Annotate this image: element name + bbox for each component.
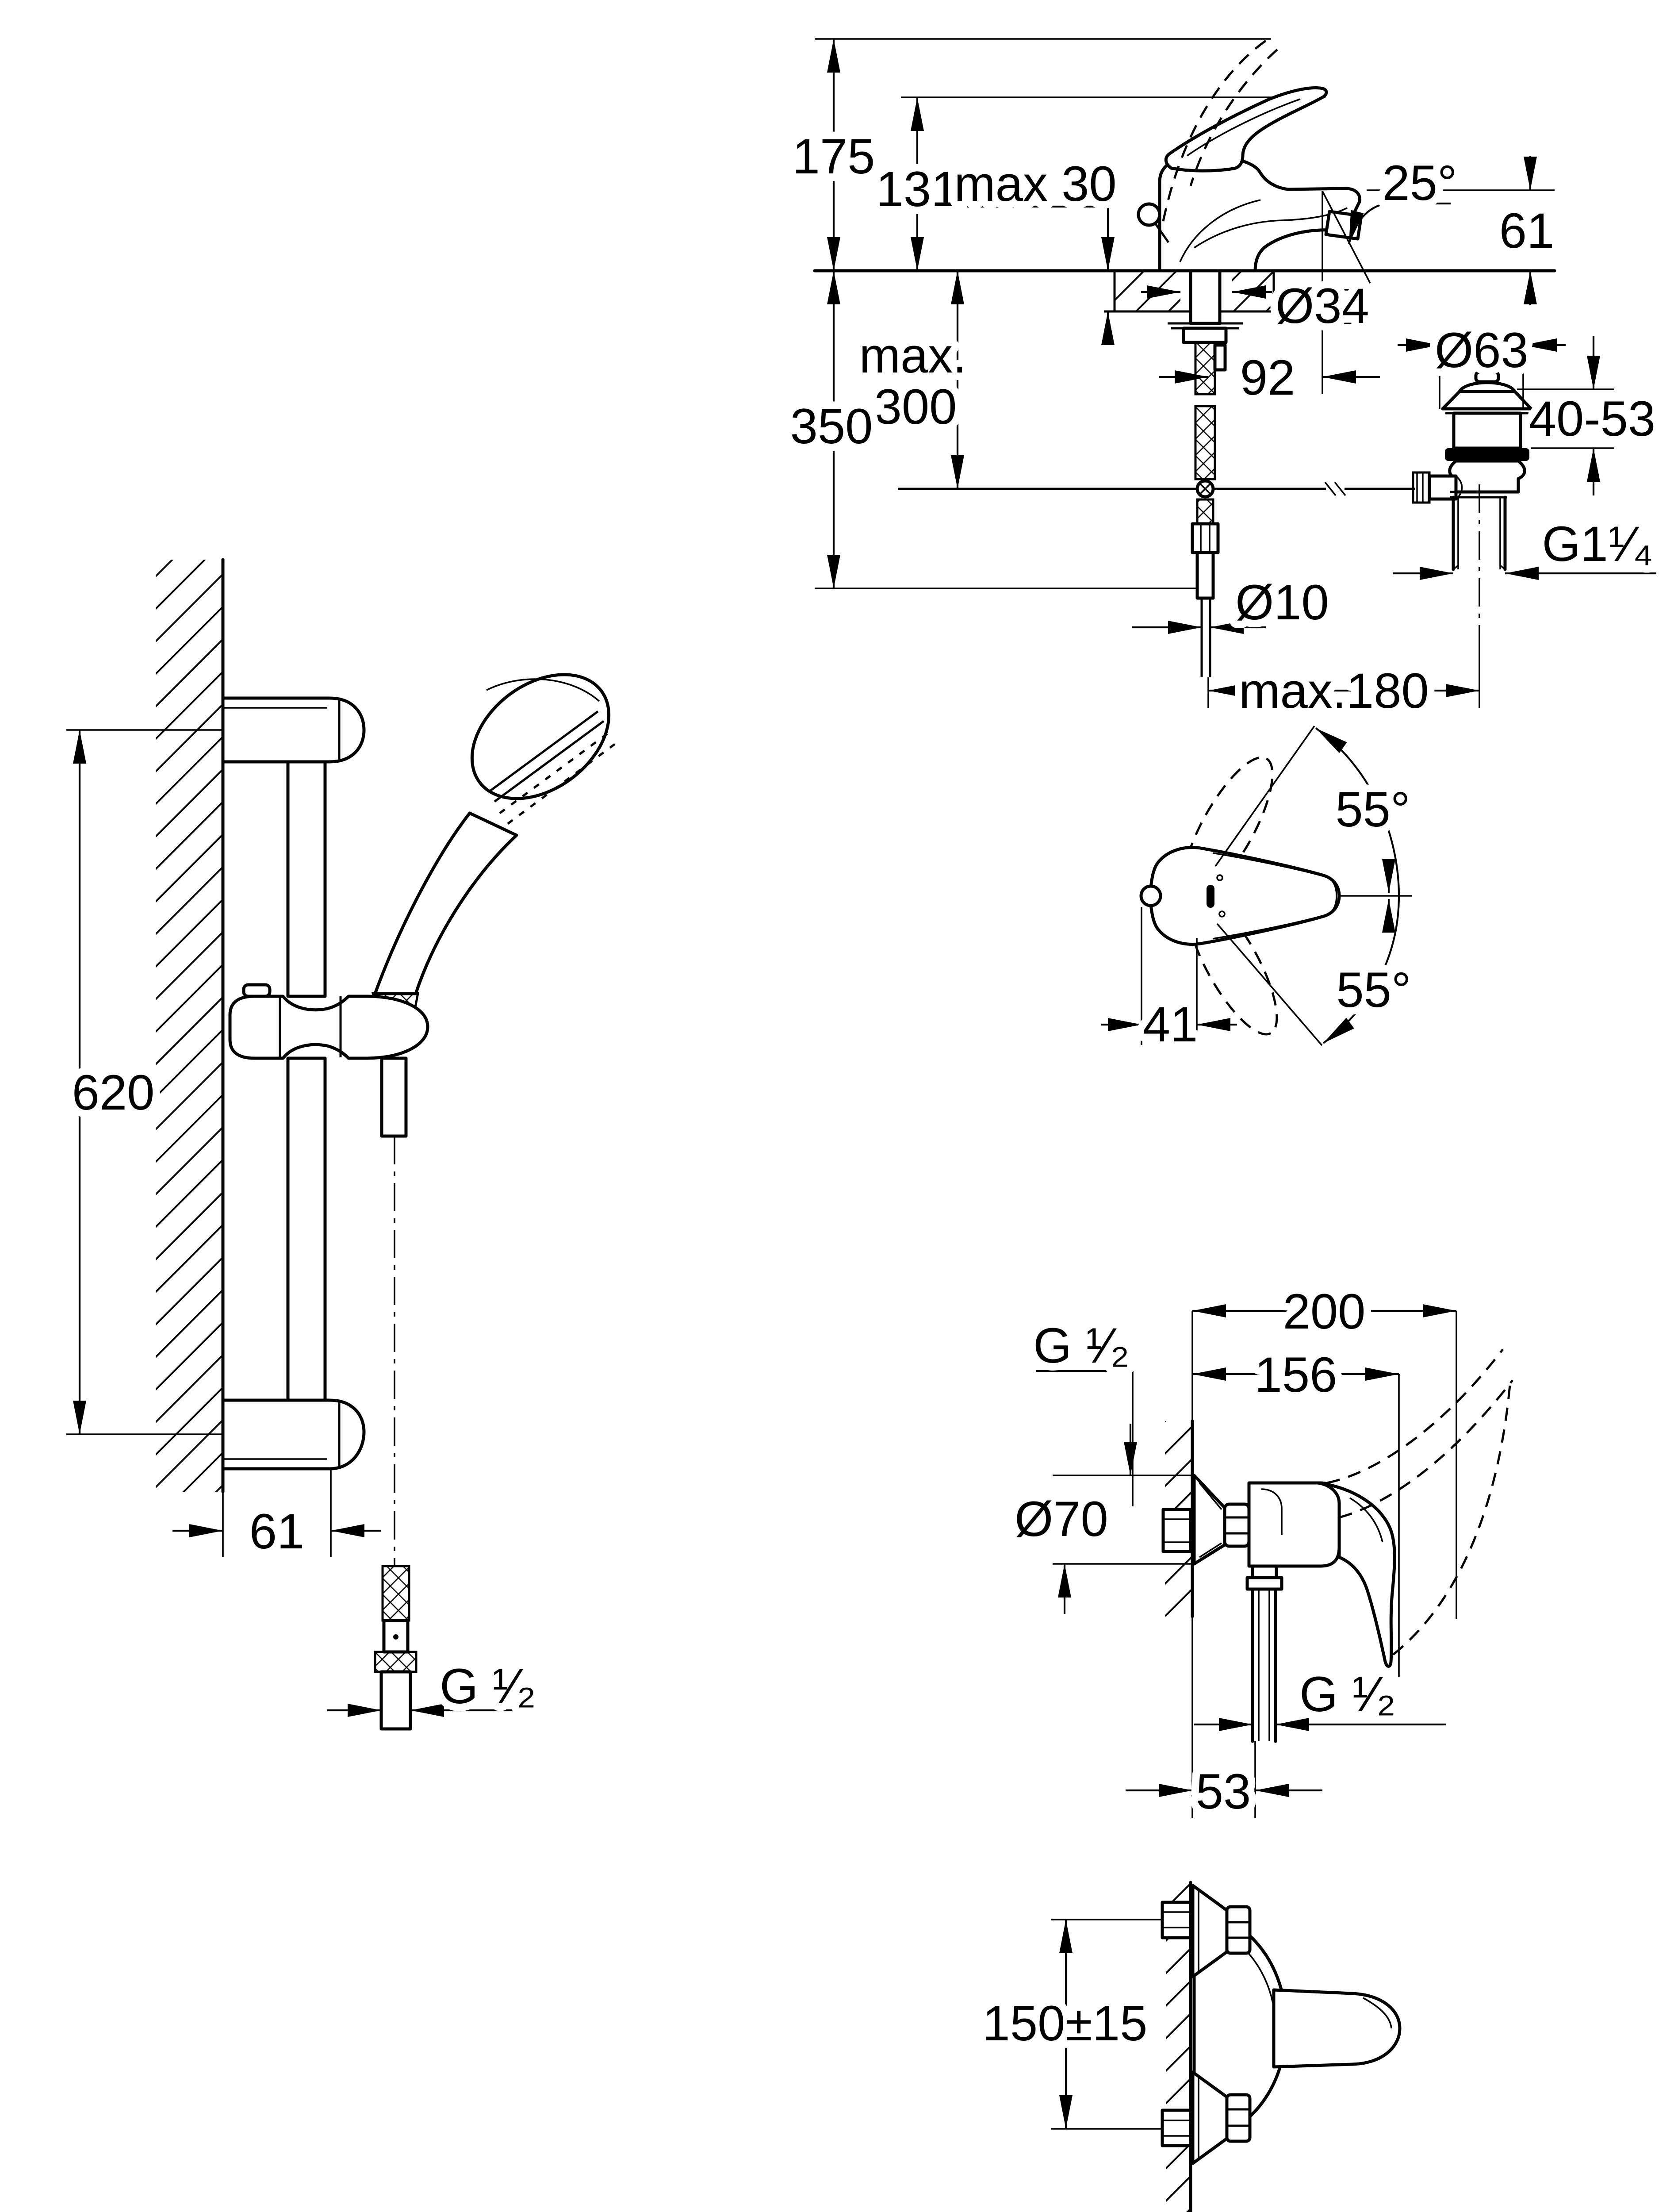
dim-label-g114: G1¹⁄₄ [1542,516,1653,572]
mixer-side-labels: G ¹⁄₂ 200 156 Ø70 G ¹⁄₂ 53 [1007,1276,1403,1827]
plan-union-bottom [1161,2070,1252,2165]
basin-lever [1137,39,1328,243]
dim-label-rail-61: 61 [249,1504,305,1559]
dim-label-41: 41 [1143,997,1198,1052]
rail-slider [228,983,429,1138]
mixer-wall [1161,1419,1194,1618]
basin-underdeck [1168,269,1243,677]
mixer-lever-dashed [1326,1348,1504,1484]
dim-label-175: 175 [793,129,875,184]
plan-dimensions [1051,1919,1163,2130]
handle-labels: 55° 55° 41 [1135,774,1419,1060]
dim-label-150: 150±15 [983,1996,1148,2051]
popup-waste [1412,370,1533,633]
basin-labels: 175 131 max 30 25° 61 Ø34 Ø63 92 max. 30… [783,121,1663,726]
swing-arc [1315,727,1400,1044]
shower-mixer-plan-view: 150±15 [975,1881,1402,2212]
waste-seal-ring [1445,448,1529,461]
dim-label-dia34: Ø34 [1276,278,1369,334]
dim-label-dia63: Ø63 [1435,323,1528,378]
dim-label-25deg: 25° [1382,155,1457,211]
rail-labels: 620 61 G ¹⁄₂ [65,1057,544,1721]
mixer-side-dimensions [1036,1304,1457,1818]
dim-label-61: 61 [1499,203,1555,258]
rail-dimensions [66,729,526,1717]
rail-bracket-top [221,696,366,764]
dim-label-620: 620 [72,1065,155,1120]
hose-thread-stub [380,1056,408,1138]
shower-grip [373,811,518,995]
union-nut [1223,1502,1251,1548]
plan-handle-cap [1272,1988,1402,2069]
shower-mixer-side-view: G ¹⁄₂ 200 156 Ø70 G ¹⁄₂ 53 [1007,1276,1513,1827]
mixer-body [1192,1348,1513,1743]
waste-knob [1412,471,1431,504]
lever-pin [1137,202,1161,227]
hose-end-fitting [374,1565,418,1731]
rail-bracket-bottom [221,1398,366,1471]
spray-nozzles [499,731,610,814]
dim-label-55-lower: 55° [1336,962,1411,1018]
handle-slot [1207,885,1214,908]
hand-shower [373,673,616,995]
basin-reference-lines [813,38,1556,589]
supply-stub [1161,1508,1192,1553]
rail-bar [221,696,395,1566]
dim-label-max: max. [859,328,967,383]
lever-raised-dashed [1160,39,1267,230]
handle-swung-down-dashed [1186,891,1278,1036]
dim-label-g12-inlet: G ¹⁄₂ [1033,1318,1130,1373]
dim-label-max30: max 30 [954,156,1116,211]
basin-faucet-body [1158,154,1363,273]
basin-pullrod [898,481,1415,496]
dim-label-53: 53 [1196,1764,1251,1819]
dim-label-max180: max.180 [1239,663,1429,718]
dim-label-92: 92 [1240,350,1295,405]
handle-top-view: 55° 55° 41 [1101,725,1419,1060]
basin-dimensions [827,39,1656,708]
dim-label-350: 350 [790,399,873,454]
handle-pin [1139,884,1162,907]
dim-label-131: 131 [876,161,959,217]
shower-rail-view: 620 61 G ¹⁄₂ [65,558,616,1731]
dim-label-dia10: Ø10 [1235,575,1329,630]
handle-solid [1149,846,1341,946]
dim-label-g12-outlet: G ¹⁄₂ [1299,1667,1396,1722]
plan-union-top [1161,1884,1252,1978]
dim-label-200: 200 [1283,1284,1366,1339]
dim-label-156: 156 [1255,1347,1337,1402]
dim-label-300: 300 [874,379,957,434]
rail-wall [156,558,225,1494]
basin-mixer-view: 175 131 max 30 25° 61 Ø34 Ø63 92 max. 30… [783,38,1663,726]
dim-label-55-upper: 55° [1335,782,1410,837]
mixer-lever [1316,1481,1396,1668]
dim-label-rail-g12: G ¹⁄₂ [440,1659,536,1714]
dim-label-dia70: Ø70 [1015,1491,1108,1547]
dim-label-40-53: 40-53 [1529,391,1655,446]
